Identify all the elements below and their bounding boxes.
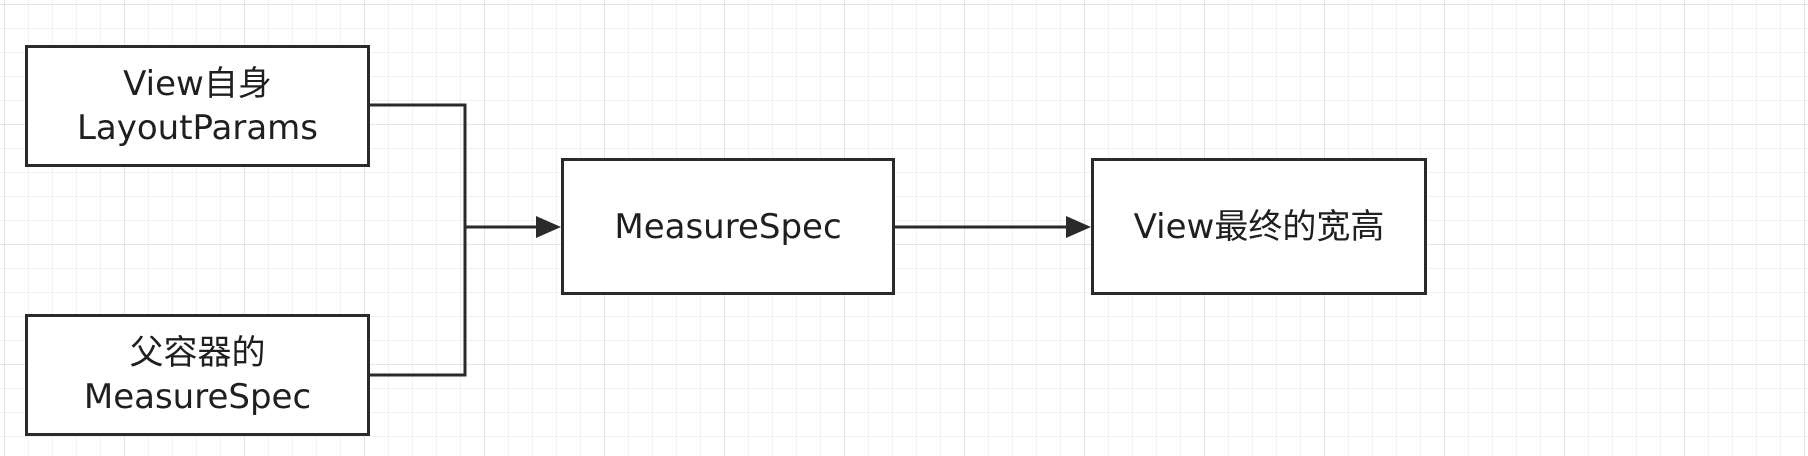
node-parent-measurespec: 父容器的 MeasureSpec [25, 314, 370, 436]
node-view-final-size-label: View最终的宽高 [1133, 206, 1385, 247]
connector-layoutparams-to-measurespec [370, 103, 467, 227]
node-view-layoutparams-line1: View自身 [123, 64, 272, 104]
node-view-final-size: View最终的宽高 [1091, 158, 1427, 295]
connector-parentspec-to-measurespec [370, 227, 467, 377]
node-view-layoutparams-line2: LayoutParams [76, 108, 319, 148]
node-view-layoutparams: View自身 LayoutParams [25, 45, 370, 167]
arrowhead-measurespec [536, 216, 561, 238]
node-measurespec-label: MeasureSpec [614, 206, 842, 247]
node-parent-measurespec-line1: 父容器的 [129, 333, 266, 373]
node-measurespec: MeasureSpec [561, 158, 895, 295]
arrowhead-final-size [1066, 216, 1091, 238]
node-parent-measurespec-line2: MeasureSpec [83, 377, 312, 417]
